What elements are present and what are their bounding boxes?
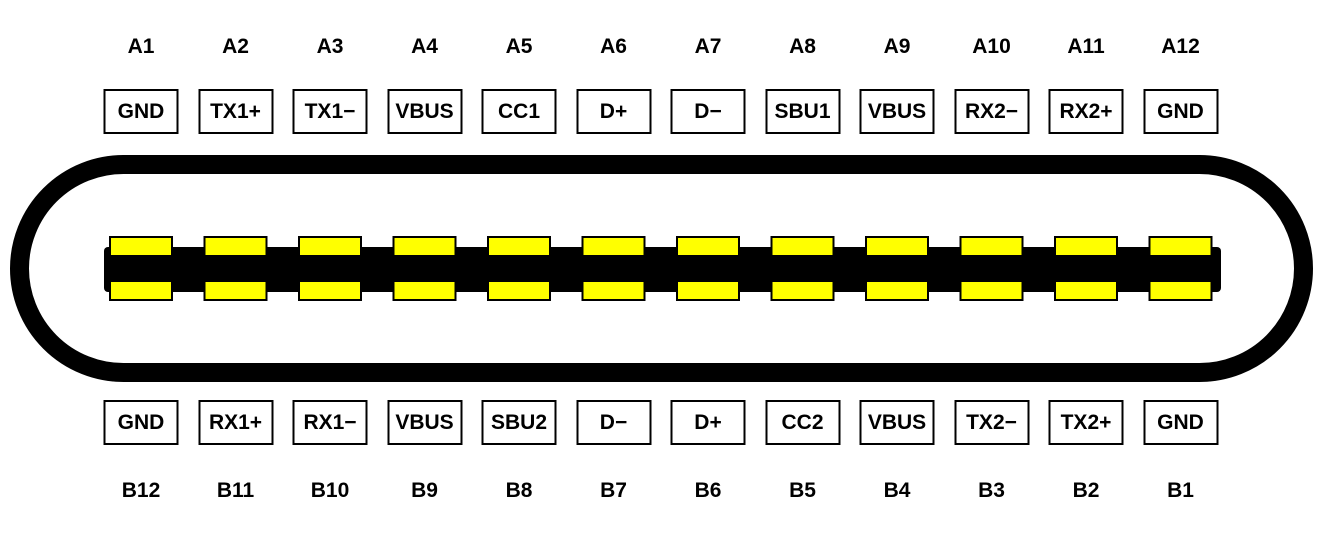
signal-box-a: SBU1 <box>765 89 840 134</box>
pin-number-a: A3 <box>316 35 344 58</box>
contact-b <box>1148 280 1213 301</box>
contact-a <box>865 236 929 257</box>
contact-a <box>1054 236 1118 257</box>
signal-box-b: GND <box>103 400 179 445</box>
signal-box-b: RX1− <box>292 400 368 445</box>
pin-number-b: B9 <box>411 479 438 502</box>
contact-b <box>865 280 929 301</box>
signal-box-b: GND <box>1143 400 1218 445</box>
signal-box-a: D− <box>670 89 746 134</box>
receptacle-outline <box>10 155 1313 382</box>
pin-number-a: A2 <box>222 35 249 58</box>
pin-number-a: A8 <box>789 35 816 58</box>
signal-box-a: GND <box>103 89 179 134</box>
pin-number-a: A7 <box>694 35 722 58</box>
contact-b <box>487 280 551 301</box>
signal-box-b: VBUS <box>859 400 935 445</box>
contact-a <box>581 236 646 257</box>
contact-b <box>203 280 268 301</box>
contact-a <box>487 236 551 257</box>
contact-a <box>203 236 268 257</box>
signal-box-b: D− <box>576 400 651 445</box>
signal-box-b: TX2+ <box>1048 400 1124 445</box>
pin-number-a: A12 <box>1161 35 1200 58</box>
signal-box-a: VBUS <box>387 89 462 134</box>
signal-box-a: RX2+ <box>1048 89 1124 134</box>
signal-box-b: VBUS <box>387 400 462 445</box>
pin-number-b: B4 <box>883 479 911 502</box>
pin-number-a: A10 <box>972 35 1011 58</box>
signal-box-a: TX1+ <box>198 89 273 134</box>
contact-b <box>1054 280 1118 301</box>
signal-box-a: VBUS <box>859 89 935 134</box>
pin-number-b: B1 <box>1167 479 1194 502</box>
signal-box-a: D+ <box>576 89 651 134</box>
contact-b <box>298 280 362 301</box>
contact-b <box>770 280 835 301</box>
signal-box-b: D+ <box>670 400 746 445</box>
contact-b <box>676 280 740 301</box>
signal-box-b: CC2 <box>765 400 840 445</box>
signal-box-a: TX1− <box>292 89 368 134</box>
pin-number-a: A11 <box>1067 35 1105 58</box>
contact-b <box>392 280 457 301</box>
contact-a <box>676 236 740 257</box>
contact-a <box>298 236 362 257</box>
contact-a <box>109 236 173 257</box>
pin-number-a: A5 <box>505 35 533 58</box>
pin-number-b: B10 <box>310 479 350 502</box>
pin-number-b: B3 <box>978 479 1005 502</box>
pin-number-b: B11 <box>216 479 255 502</box>
contact-a <box>770 236 835 257</box>
signal-box-b: SBU2 <box>481 400 557 445</box>
pin-number-a: A9 <box>883 35 911 58</box>
contact-a <box>959 236 1024 257</box>
signal-box-b: TX2− <box>954 400 1029 445</box>
pin-number-b: B7 <box>600 479 627 502</box>
signal-box-a: CC1 <box>481 89 557 134</box>
contact-b <box>959 280 1024 301</box>
pin-number-b: B6 <box>694 479 722 502</box>
pin-number-b: B2 <box>1072 479 1100 502</box>
pin-number-a: A4 <box>411 35 438 58</box>
pin-number-a: A6 <box>600 35 627 58</box>
pin-number-b: B8 <box>505 479 533 502</box>
tongue <box>104 247 1221 292</box>
contact-a <box>392 236 457 257</box>
pin-number-a: A1 <box>127 35 155 58</box>
signal-box-b: RX1+ <box>198 400 273 445</box>
contact-a <box>1148 236 1213 257</box>
pin-number-b: B5 <box>789 479 816 502</box>
signal-box-a: RX2− <box>954 89 1029 134</box>
contact-b <box>581 280 646 301</box>
signal-box-a: GND <box>1143 89 1218 134</box>
pin-number-b: B12 <box>121 479 161 502</box>
contact-b <box>109 280 173 301</box>
